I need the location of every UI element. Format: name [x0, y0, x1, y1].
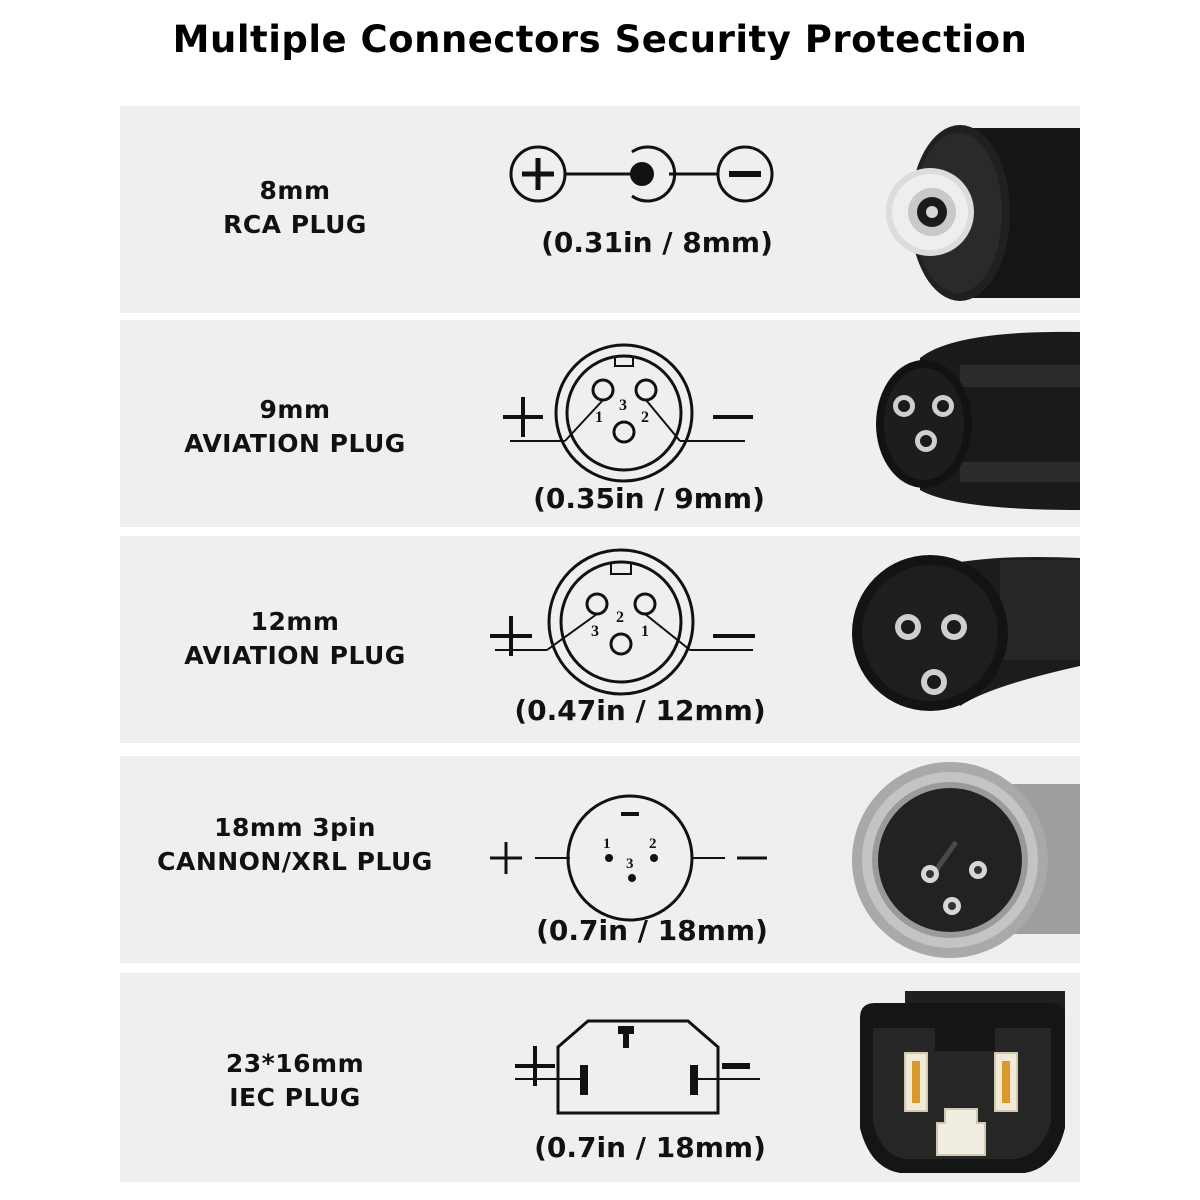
- connector-dimension: (0.7in / 18mm): [536, 914, 768, 947]
- connector-dimension: (0.7in / 18mm): [534, 1131, 766, 1164]
- plus-icon: [490, 842, 522, 874]
- connector-row-iec: 23*16mm IEC PLUG (0.7in / 18mm): [120, 973, 1080, 1182]
- pin-number: 3: [626, 856, 634, 872]
- rca-plug-image: [886, 125, 1080, 301]
- page-title: Multiple Connectors Security Protection: [172, 18, 1028, 61]
- connector-dimension: (0.47in / 12mm): [514, 694, 766, 727]
- connector-size: 23*16mm: [225, 1049, 365, 1078]
- connector-row-aviation-12mm: 12mm AVIATION PLUG 3 2 1 (0.47in / 12mm): [120, 536, 1080, 743]
- connector-dimension: (0.35in / 9mm): [533, 482, 765, 515]
- connector-label: 18mm 3pin CANNON/XRL PLUG: [120, 811, 470, 879]
- plus-icon: [503, 397, 543, 437]
- connector-size: 8mm: [259, 176, 331, 205]
- pin-number: 3: [619, 397, 627, 414]
- connector-name: RCA PLUG: [223, 210, 367, 239]
- connector-dimension: (0.31in / 8mm): [541, 226, 773, 259]
- pin-number: 3: [591, 623, 599, 640]
- aviation-3pin-diagram: 3 2 1: [490, 548, 755, 696]
- connector-size: 12mm: [250, 607, 340, 636]
- connector-row-xlr: 18mm 3pin CANNON/XRL PLUG 1 3 2 (0.7in /…: [120, 756, 1080, 963]
- pin-number: 1: [603, 836, 611, 852]
- iec-c13-diagram: [515, 1019, 760, 1115]
- connector-name: CANNON/XRL PLUG: [157, 847, 433, 876]
- connector-row-aviation-9mm: 9mm AVIATION PLUG 1 3 2 (0.35in / 9mm): [120, 320, 1080, 527]
- connector-label: 9mm AVIATION PLUG: [120, 393, 470, 461]
- iec-plug-image: [860, 991, 1065, 1173]
- aviation-9mm-plug-image: [876, 331, 1080, 510]
- pin-number: 1: [595, 409, 603, 426]
- xlr-plug-image: [852, 762, 1080, 958]
- connector-name: AVIATION PLUG: [184, 429, 406, 458]
- connector-label: 23*16mm IEC PLUG: [120, 1047, 470, 1115]
- connector-label: 8mm RCA PLUG: [120, 174, 470, 242]
- connector-size: 18mm 3pin: [214, 813, 376, 842]
- xlr-3pin-diagram: 1 3 2: [490, 794, 767, 922]
- plus-icon: [509, 145, 567, 203]
- connector-label: 12mm AVIATION PLUG: [120, 605, 470, 673]
- connector-name: IEC PLUG: [229, 1083, 361, 1112]
- pin-number: 2: [616, 609, 624, 626]
- aviation-3pin-diagram: 1 3 2: [503, 343, 753, 483]
- minus-icon: [716, 145, 774, 203]
- aviation-12mm-plug-image: [852, 555, 1080, 711]
- connector-row-rca: 8mm RCA PLUG (0.31in / 8mm): [120, 106, 1080, 313]
- connector-name: AVIATION PLUG: [184, 641, 406, 670]
- rca-polarity-diagram: [509, 145, 774, 203]
- pin-number: 1: [641, 623, 649, 640]
- pin-number: 2: [641, 409, 649, 426]
- connector-size: 9mm: [259, 395, 331, 424]
- pin-number: 2: [649, 836, 657, 852]
